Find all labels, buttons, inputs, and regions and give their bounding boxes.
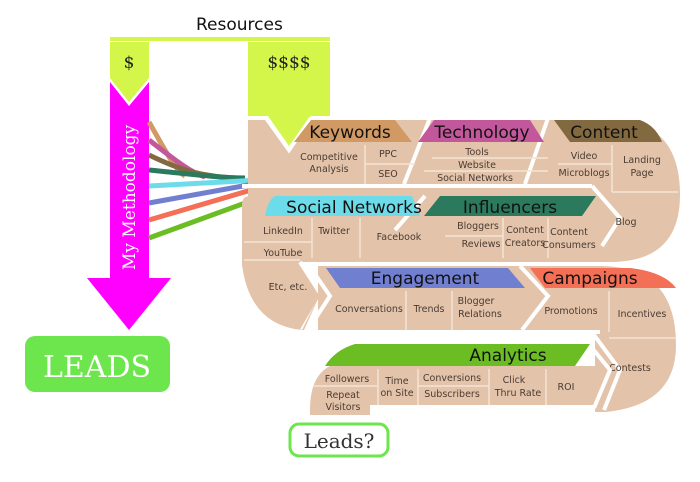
connector-social [148, 177, 261, 189]
analytics-item: Repeat [326, 390, 360, 401]
content-header [554, 120, 662, 142]
row3-band [318, 266, 676, 412]
campaigns-label: Campaigns [542, 269, 637, 289]
leads-question-box [288, 422, 390, 458]
resources-title: Resources [196, 15, 283, 35]
keyword-item: Analysis [309, 164, 348, 175]
influencer-item: Content [550, 227, 588, 238]
influencers-label: Influencers [463, 198, 557, 218]
analytics-item: Time [384, 376, 408, 387]
analytics-item: Conversions [423, 373, 481, 384]
analytics-item: on Site [380, 388, 413, 399]
social-networks-header [265, 196, 420, 216]
analytics-label: Analytics [469, 346, 546, 366]
methodology-arrow [87, 82, 171, 330]
campaign-item: Promotions [544, 306, 597, 317]
influencers-header [424, 196, 596, 216]
keyword-item: Competitive [300, 152, 358, 163]
content-item: Landing [623, 155, 661, 166]
social-networks-label: Social Networks [286, 198, 422, 218]
content-label: Content [570, 123, 638, 143]
keyword-item: SEO [378, 169, 398, 180]
analytics-item: Thru Rate [494, 388, 542, 399]
analytics-item: Subscribers [424, 389, 480, 400]
content-item: Video [571, 151, 598, 162]
technology-header [418, 120, 544, 142]
technology-label: Technology [433, 123, 529, 143]
technology-item: Website [458, 160, 496, 171]
content-item: Blog [616, 217, 637, 228]
keywords-label: Keywords [309, 123, 391, 143]
leads-question-label: Leads? [304, 429, 375, 453]
technology-item: Social Networks [437, 173, 513, 184]
analytics-item: Followers [325, 374, 370, 385]
engagement-item: Conversations [335, 304, 403, 315]
small-resource-label: $ [124, 53, 135, 73]
influencer-item: Reviews [462, 239, 501, 250]
leads-label: LEADS [43, 350, 151, 385]
keyword-item: PPC [379, 149, 397, 160]
engagement-label: Engagement [371, 269, 480, 289]
leads-box [25, 336, 170, 392]
campaigns-header [530, 268, 676, 288]
large-resource-label: $$$$ [267, 53, 310, 73]
analytics-header [325, 344, 590, 366]
influencer-item: Creators [505, 238, 545, 249]
analytics-item: Visitors [326, 402, 361, 413]
campaign-item: Contests [609, 363, 651, 374]
row2-left-curve [242, 196, 322, 330]
keywords-header [294, 120, 412, 142]
row1-band [248, 120, 680, 262]
connector-influencers [148, 167, 246, 181]
social-item: YouTube [263, 248, 303, 259]
social-item: Etc, etc. [269, 282, 308, 293]
content-item: Page [631, 168, 654, 179]
engagement-item: Trends [413, 304, 445, 315]
analytics-item: Click [503, 375, 526, 386]
content-item: Microblogs [558, 168, 609, 179]
resources-bar [110, 37, 330, 41]
engagement-header [326, 268, 525, 288]
influencer-item: Consumers [542, 240, 595, 251]
analytics-item: ROI [558, 382, 575, 393]
engagement-item: Blogger [458, 296, 495, 307]
methodology-label: My Methodology [120, 124, 140, 270]
row4-band [310, 366, 600, 415]
small-resource-block [110, 42, 149, 102]
social-item: Twitter [317, 226, 350, 237]
technology-item: Tools [464, 147, 488, 158]
social-item: LinkedIn [263, 226, 303, 237]
campaign-item: Incentives [618, 309, 667, 320]
influencer-item: Content [506, 225, 544, 236]
separators [242, 116, 623, 332]
social-item: Facebook [377, 232, 422, 243]
large-resource-block [248, 42, 330, 146]
influencer-item: Bloggers [457, 221, 499, 232]
engagement-item: Relations [458, 309, 502, 320]
connector-lines [146, 120, 301, 241]
